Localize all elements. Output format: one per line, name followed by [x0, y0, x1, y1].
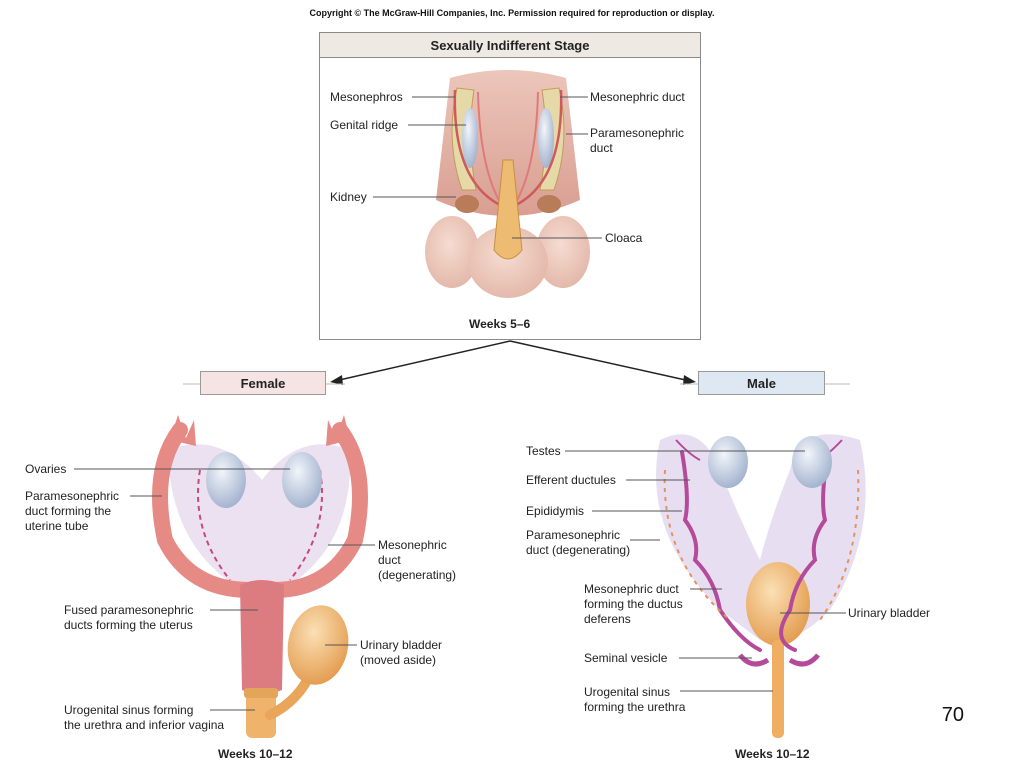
caption-female-weeks: Weeks 10–12: [218, 747, 293, 761]
label-female-bladder: Urinary bladder (moved aside): [360, 638, 443, 667]
female-reproductive-drawing: [74, 415, 375, 738]
genital-ridge-left: [462, 108, 478, 168]
label-seminal-vesicle: Seminal vesicle: [584, 651, 668, 665]
caption-weeks-5-6: Weeks 5–6: [469, 317, 531, 331]
female-heading: Female: [200, 371, 326, 395]
urinary-bladder-male: [746, 562, 810, 646]
label-efferent-ductules: Efferent ductules: [526, 473, 616, 487]
page-number: 70: [941, 704, 964, 726]
label-male-mesonephric: Mesonephric duct forming the ductus defe…: [584, 582, 683, 626]
label-paramesonephric-duct: Paramesonephric duct: [590, 126, 685, 155]
caption-male-weeks: Weeks 10–12: [735, 747, 810, 761]
indifferent-stage-drawing: [373, 70, 602, 298]
label-female-urogenital: Urogenital sinus forming the urethra and…: [64, 703, 225, 732]
genital-ridge-right: [538, 108, 554, 168]
label-fused-paramesonephric: Fused paramesonephric ducts forming the …: [64, 603, 194, 632]
testis-left: [708, 436, 748, 488]
indifferent-stage-title: Sexually Indifferent Stage: [320, 33, 700, 58]
label-genital-ridge: Genital ridge: [330, 118, 399, 132]
cloaca: [493, 159, 523, 260]
label-male-urogenital: Urogenital sinus forming the urethra: [584, 685, 686, 714]
kidney-left: [455, 195, 479, 213]
label-female-paramesonephric: Paramesonephric duct forming the uterine…: [25, 489, 120, 533]
left-lower-lobe: [425, 216, 479, 288]
label-mesonephric-duct: Mesonephric duct: [590, 90, 685, 104]
label-mesonephros: Mesonephros: [330, 90, 403, 104]
male-heading: Male: [698, 371, 825, 395]
label-male-bladder: Urinary bladder: [848, 606, 931, 620]
label-testes: Testes: [526, 444, 561, 458]
ovary-right: [282, 452, 322, 508]
central-lower-lobe: [468, 226, 548, 298]
kidney-right: [537, 195, 561, 213]
copyright-notice: Copyright © The McGraw-Hill Companies, I…: [309, 8, 715, 18]
ovary-left: [206, 452, 246, 508]
urethra-male: [772, 640, 784, 738]
label-male-paramesonephric: Paramesonephric duct (degenerating): [526, 528, 631, 557]
label-ovaries: Ovaries: [25, 462, 67, 476]
label-epididymis: Epididymis: [526, 504, 585, 518]
male-reproductive-drawing: [565, 434, 866, 738]
label-female-mesonephric: Mesonephric duct (degenerating): [378, 538, 457, 582]
label-cloaca: Cloaca: [605, 231, 643, 245]
right-lower-lobe: [536, 216, 590, 288]
label-kidney: Kidney: [330, 190, 367, 204]
urogenital-sinus-female: [246, 690, 276, 738]
branch-arrows: [183, 340, 850, 385]
uterus: [240, 580, 284, 694]
testis-right: [792, 436, 832, 488]
urinary-bladder-female: [287, 605, 349, 685]
